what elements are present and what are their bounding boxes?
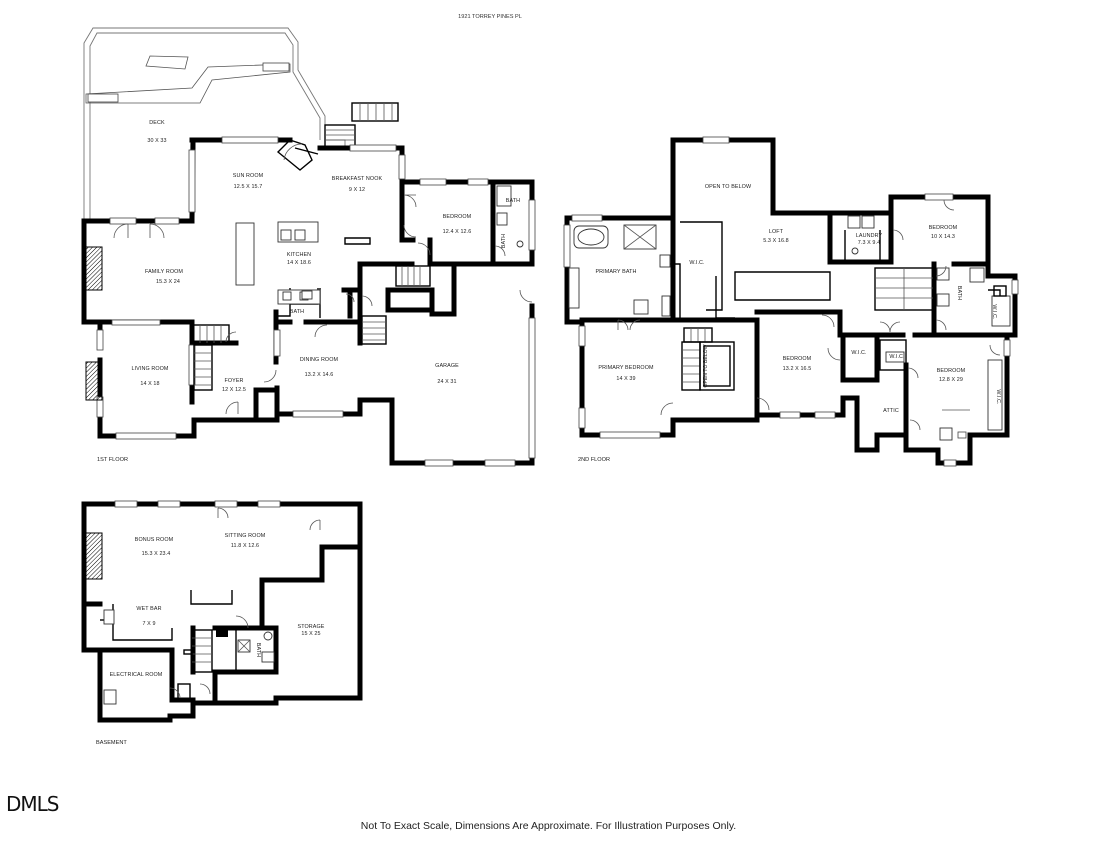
disclaimer-text: Not To Exact Scale, Dimensions Are Appro… [360, 820, 737, 832]
family-room-label: FAMILY ROOM [145, 269, 183, 275]
open-to-below-top-label: OPEN TO BELOW [705, 184, 752, 190]
bath-1f-half-label: BATH [290, 309, 304, 315]
dining-room-dims: 13.2 X 14.6 [305, 372, 334, 378]
sitting-room-dims: 11.8 X 12.6 [231, 543, 259, 549]
sun-room-dims: 12.5 X 15.7 [234, 184, 263, 190]
kitchen-dims: 14 X 18.6 [287, 260, 311, 266]
primary-bedroom-dims: 14 X 39 [616, 376, 635, 382]
wet-bar-dims: 7 X 9 [142, 621, 155, 627]
laundry-dims: 7.3 X 9.4 [858, 240, 880, 246]
breakfast-nook-dims: 9 X 12 [349, 187, 365, 193]
deck-dims: 30 X 33 [147, 138, 166, 144]
loft-dims: 5.3 X 16.8 [763, 238, 789, 244]
wic-primary-label: W.I.C. [689, 260, 704, 266]
wic-2f-c-label: W.I.C. [995, 389, 1001, 404]
basement-plan [81, 500, 363, 723]
bedroom-2f-a-label: BEDROOM [929, 225, 958, 231]
wic-2f-a-label: W.I.C. [851, 350, 866, 356]
living-room-dims: 14 X 18 [140, 381, 159, 387]
garage-dims: 24 X 31 [437, 379, 456, 385]
electrical-room-label: ELECTRICAL ROOM [110, 672, 163, 678]
primary-bedroom-label: PRIMARY BEDROOM [598, 365, 654, 371]
foyer-label: FOYER [224, 378, 243, 384]
bath-1f-b-label: BATH [501, 234, 507, 248]
bonus-room-label: BONUS ROOM [135, 537, 174, 543]
open-to-below-stair-label: OPEN TO BELOW [703, 344, 709, 387]
laundry-label: LAUNDRY [856, 233, 883, 239]
first-floor-stairs [192, 265, 431, 391]
garage-label: GARAGE [435, 363, 459, 369]
second-floor-plan [563, 136, 1019, 467]
storage-dims: 15 X 25 [301, 631, 320, 637]
sitting-room-label: SITTING ROOM [225, 533, 266, 539]
attic-label: ATTIC [883, 408, 899, 414]
bonus-room-dims: 15.3 X 23.4 [142, 551, 171, 557]
bath-2f-label: BATH [956, 286, 962, 300]
bedroom-2f-c-dims: 12.8 X 29 [939, 377, 963, 383]
second-floor-label: 2ND FLOOR [578, 457, 610, 463]
bath-bsmt-label: BATH [255, 643, 261, 657]
kitchen-label: KITCHEN [287, 252, 311, 258]
living-room-label: LIVING ROOM [131, 366, 168, 372]
storage-label: STORAGE [298, 624, 325, 630]
breakfast-nook-label: BREAKFAST NOOK [332, 176, 383, 182]
foyer-dims: 12 X 12.5 [222, 387, 246, 393]
first-floor-label: 1ST FLOOR [97, 457, 128, 463]
wic-2f-b-label: W.I.C. [889, 354, 904, 360]
wet-bar-label: WET BAR [136, 606, 161, 612]
wic-2f-right-label: W.I.C. [991, 304, 997, 319]
floor-labels: 1ST FLOOR 2ND FLOOR BASEMENT [96, 457, 610, 746]
bedroom-2f-b-label: BEDROOM [783, 356, 812, 362]
deck-outline [83, 27, 346, 221]
property-address: 1921 TORREY PINES PL [458, 14, 522, 20]
bedroom-1f-dims: 12.4 X 12.6 [443, 229, 472, 235]
bath-1f-label: BATH [506, 198, 520, 204]
dmls-logo: DMLS [6, 792, 59, 816]
sun-room-label: SUN ROOM [233, 173, 264, 179]
loft-label: LOFT [769, 229, 784, 235]
basement-label: BASEMENT [96, 740, 127, 746]
dining-room-label: DINING ROOM [300, 357, 339, 363]
bedroom-2f-b-dims: 13.2 X 16.5 [783, 366, 812, 372]
first-floor-plan [81, 27, 536, 467]
bedroom-2f-c-label: BEDROOM [937, 368, 966, 374]
room-labels: DECK 30 X 33 SUN ROOM 12.5 X 15.7 BREAKF… [110, 120, 1001, 678]
primary-bath-label: PRIMARY BATH [595, 269, 636, 275]
deck-label: DECK [149, 120, 165, 126]
bedroom-1f-label: BEDROOM [443, 214, 472, 220]
bedroom-2f-a-dims: 10 X 14.3 [931, 234, 955, 240]
family-room-dims: 15.3 X 24 [156, 279, 180, 285]
